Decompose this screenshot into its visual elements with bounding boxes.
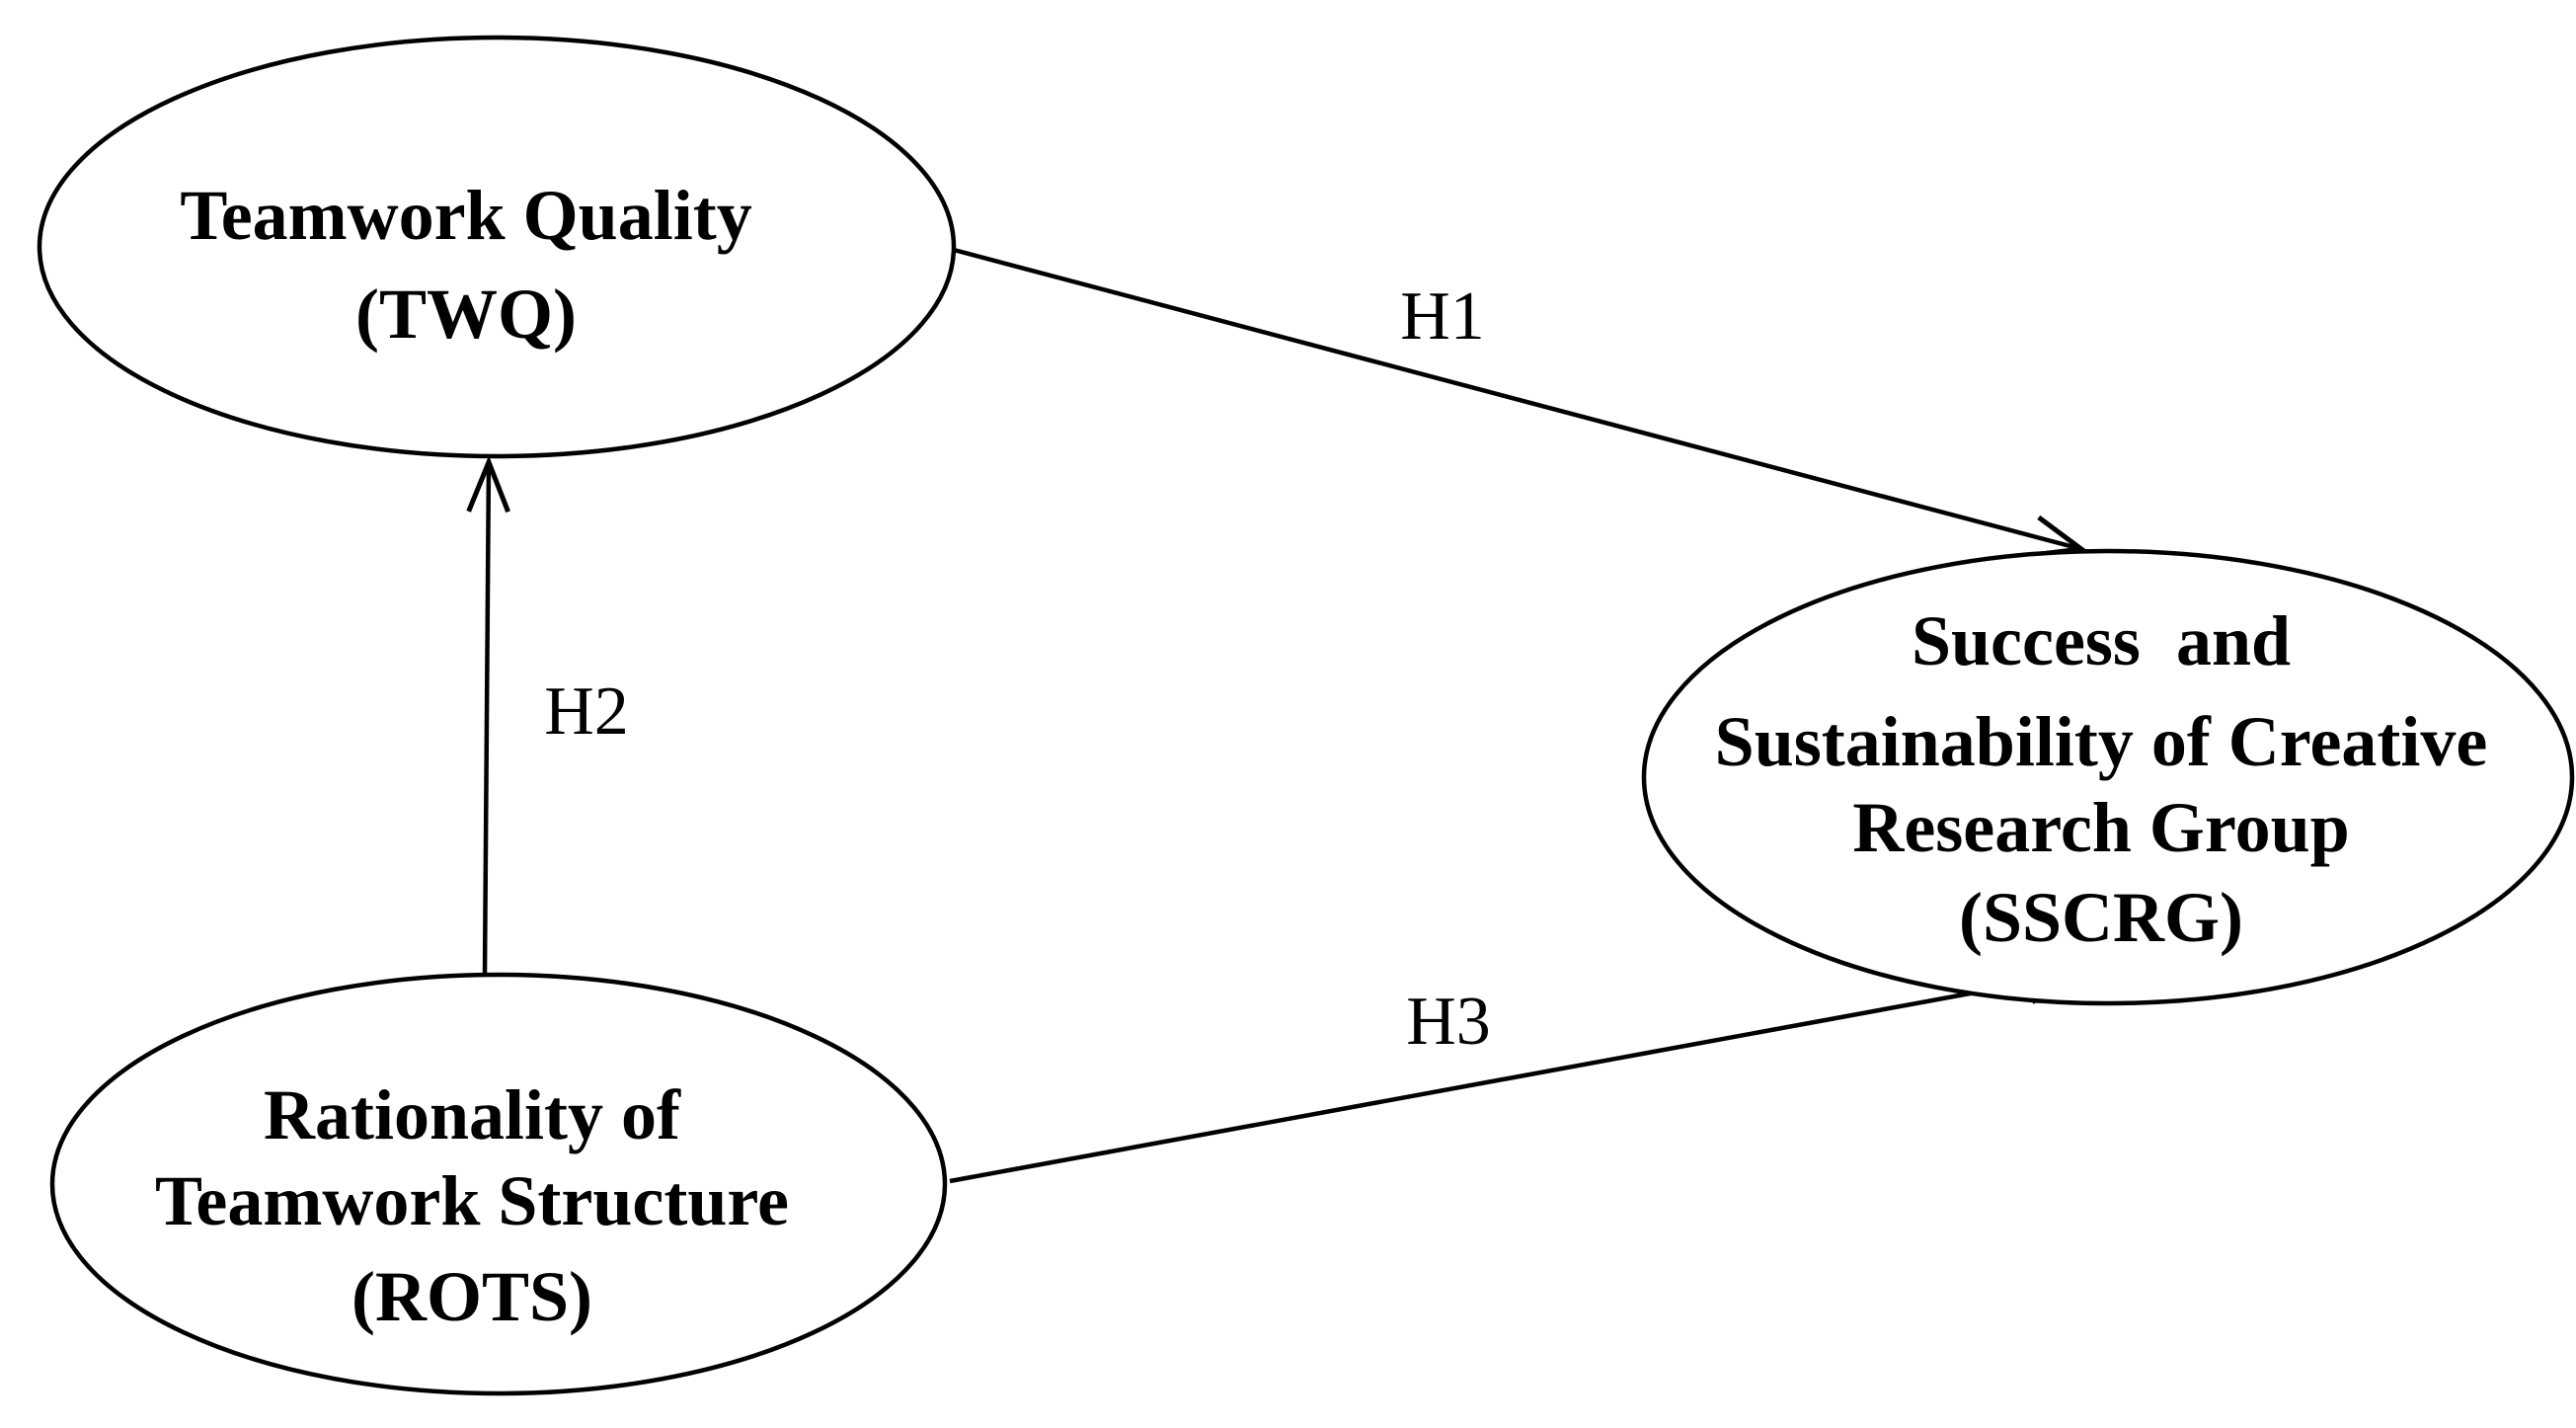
node-rots-label-line-1: Rationality of [264, 1075, 681, 1154]
node-sscrg: Success and Sustainability of Creative R… [1641, 548, 2575, 1006]
edge-h1-label: H1 [1400, 278, 1485, 355]
node-sscrg-label-line-3: Research Group [1852, 788, 2349, 867]
node-sscrg-label-line-1: Success and [1912, 601, 2291, 680]
edge-h2-arrow [466, 455, 510, 976]
node-rots-label-line-3: (ROTS) [351, 1257, 592, 1336]
edge-h1: H1 [953, 247, 2088, 558]
node-sscrg-label-line-4: (SSCRG) [1959, 878, 2243, 957]
edge-h2-label: H2 [544, 674, 629, 750]
edge-h3-arrow [949, 960, 2084, 1184]
node-rots-label-line-2: Teamwork Structure [155, 1161, 789, 1240]
node-twq-label-line-1: Teamwork Quality [180, 176, 751, 255]
node-twq-label-line-2: (TWQ) [355, 275, 577, 354]
node-twq-ellipse [37, 35, 957, 459]
edge-h3-label: H3 [1406, 984, 1491, 1060]
node-rots-ellipse [49, 972, 948, 1396]
node-twq: Teamwork Quality (TWQ) [37, 35, 957, 459]
node-sscrg-ellipse [1641, 548, 2575, 1006]
edge-h3: H3 [949, 960, 2084, 1184]
node-rots: Rationality of Teamwork Structure (ROTS) [49, 972, 948, 1396]
node-sscrg-label-line-2: Sustainability of Creative [1715, 702, 2488, 781]
edge-h1-arrow [953, 247, 2088, 558]
edge-h2: H2 [466, 455, 629, 976]
